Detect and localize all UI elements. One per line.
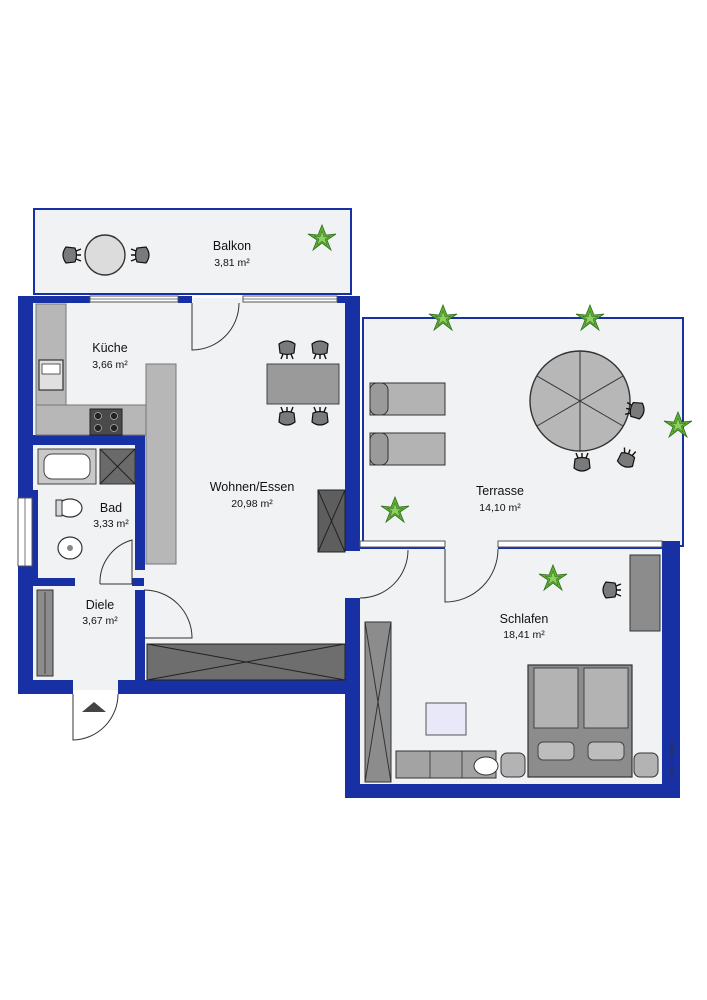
- room-area-wohnen: 20,98 m²: [231, 498, 273, 510]
- balkon-floor: [33, 208, 352, 295]
- stove-icon: [89, 408, 123, 436]
- kitchen-furniture: [35, 303, 177, 565]
- room-name-wohnen: Wohnen/Essen: [210, 480, 295, 494]
- room-area-balkon: 3,81 m²: [214, 257, 250, 269]
- schlafen-furniture: [364, 554, 661, 783]
- terrasse-floor: [362, 317, 684, 547]
- wohnung-floor: [22, 298, 352, 690]
- room-name-diele: Diele: [86, 598, 115, 612]
- room-labels: Balkon 3,81 m² Küche 3,66 m² Bad 3,33 m²…: [82, 239, 548, 641]
- room-name-terrasse: Terrasse: [476, 484, 524, 498]
- entrance-arrow-icon: [82, 702, 106, 712]
- credit-label: McGrundriss: [669, 740, 676, 778]
- diele-furniture: [36, 589, 54, 677]
- room-name-balkon: Balkon: [213, 239, 251, 253]
- room-area-schlafen: 18,41 m²: [503, 629, 545, 641]
- wohnen-furniture: [146, 340, 346, 681]
- room-area-bad: 3,33 m²: [93, 518, 129, 530]
- room-name-kueche: Küche: [92, 341, 127, 355]
- terrasse-furniture: [369, 304, 693, 523]
- room-area-terrasse: 14,10 m²: [479, 502, 521, 514]
- room-area-kueche: 3,66 m²: [92, 359, 128, 371]
- room-area-diele: 3,67 m²: [82, 615, 118, 627]
- walls: [18, 296, 680, 798]
- door-swings: [72, 302, 499, 741]
- room-name-bad: Bad: [100, 501, 122, 515]
- windows: [17, 295, 663, 567]
- balkon-furniture: [62, 224, 337, 276]
- room-name-schlafen: Schlafen: [500, 612, 549, 626]
- bath-furniture: [37, 448, 136, 560]
